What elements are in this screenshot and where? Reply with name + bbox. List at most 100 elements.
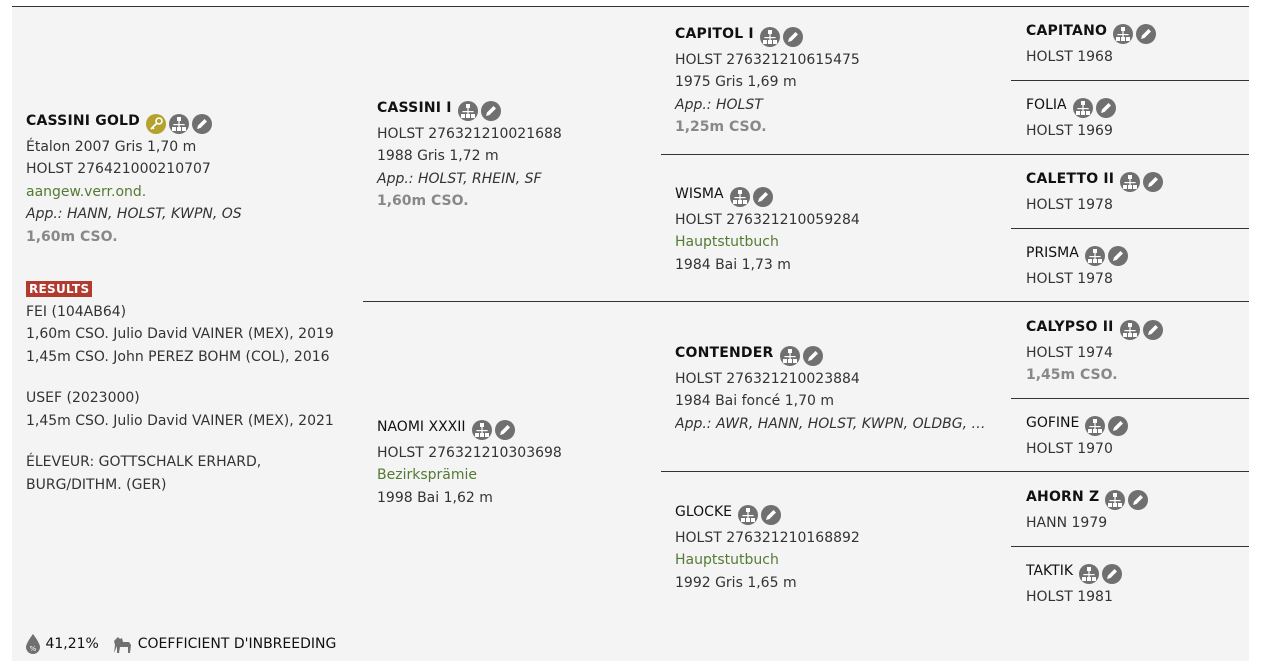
horse-registration: HOLST 276321210021688 bbox=[377, 125, 562, 142]
pedigree-tree-icon[interactable] bbox=[169, 114, 189, 134]
granddam-paternal: WISMA HOLST 276321210059284 Hauptstutbuc… bbox=[675, 183, 860, 276]
divider bbox=[1011, 398, 1249, 399]
pencil-edit-icon[interactable] bbox=[1095, 98, 1116, 118]
breeder-line: BURG/DITHM. (GER) bbox=[26, 476, 167, 493]
horse-name[interactable]: NAOMI XXXII bbox=[377, 419, 466, 435]
horse-name[interactable]: CASSINI I bbox=[377, 100, 452, 116]
horse-name[interactable]: CASSINI GOLD bbox=[26, 113, 140, 129]
horse-info: 1984 Bai foncé 1,70 m bbox=[675, 393, 834, 409]
divider bbox=[363, 301, 1011, 302]
pedigree-tree-icon[interactable] bbox=[457, 101, 478, 121]
pencil-edit-icon[interactable] bbox=[760, 505, 781, 525]
pedigree-tree-icon[interactable] bbox=[1105, 490, 1126, 510]
horse-name[interactable]: PRISMA bbox=[1026, 245, 1079, 261]
horse-name[interactable]: CALETTO II bbox=[1026, 171, 1115, 187]
horse-status: aangew.verr.ond. bbox=[26, 183, 147, 200]
pencil-edit-icon[interactable] bbox=[752, 187, 773, 207]
horse-name[interactable]: CAPITANO bbox=[1026, 23, 1108, 39]
result-line: 1,45m CSO. Julio David VAINER (MEX), 202… bbox=[26, 412, 334, 429]
horse-performance: 1,60m CSO. bbox=[377, 193, 469, 209]
horse-status: Hauptstutbuch bbox=[675, 234, 779, 250]
pencil-edit-icon[interactable] bbox=[480, 101, 501, 121]
pedigree-tree-icon[interactable] bbox=[737, 505, 758, 525]
pedigree-tree-icon[interactable] bbox=[1072, 98, 1093, 118]
horse-name[interactable]: CALYPSO II bbox=[1026, 319, 1114, 335]
ancestor-gen4: PRISMA HOLST 1978 bbox=[1026, 242, 1131, 290]
pedigree-tree-icon[interactable] bbox=[1120, 172, 1141, 192]
drop-percent-icon: % bbox=[25, 634, 41, 654]
horse-performance: 1,60m CSO. bbox=[26, 228, 118, 245]
pencil-edit-icon[interactable] bbox=[1107, 246, 1128, 266]
horse-registration: HOLST 276321210023884 bbox=[675, 370, 860, 387]
pedigree-tree-icon[interactable] bbox=[1113, 24, 1134, 44]
horse-name[interactable]: GLOCKE bbox=[675, 504, 732, 520]
ancestor-gen4: CAPITANO HOLST 1968 bbox=[1026, 20, 1159, 68]
horse-name[interactable]: AHORN Z bbox=[1026, 489, 1100, 505]
horse-registration: HOLST 1974 bbox=[1026, 344, 1113, 361]
horse-registration: HOLST 1968 bbox=[1026, 48, 1113, 65]
pencil-edit-icon[interactable] bbox=[1108, 416, 1129, 436]
divider bbox=[1011, 301, 1249, 302]
horse-performance: 1,25m CSO. bbox=[675, 119, 767, 135]
key-icon[interactable] bbox=[146, 114, 166, 134]
pedigree-tree-icon[interactable] bbox=[471, 420, 492, 440]
horse-name[interactable]: GOFINE bbox=[1026, 415, 1080, 431]
horse-approvals: App.: HOLST, RHEIN, SF bbox=[377, 170, 542, 187]
inbreeding-percent: 41,21% bbox=[45, 636, 99, 652]
pedigree-tree-icon[interactable] bbox=[759, 27, 780, 47]
horse-registration: HANN 1979 bbox=[1026, 514, 1108, 531]
horse-info: 1984 Bai 1,73 m bbox=[675, 256, 791, 273]
horse-registration: HOLST 276321210059284 bbox=[675, 211, 860, 228]
pedigree-tree-icon[interactable] bbox=[1084, 246, 1105, 266]
pencil-edit-icon[interactable] bbox=[1136, 24, 1157, 44]
dam: NAOMI XXXII HOLST 276321210303698 Bezirk… bbox=[377, 416, 562, 509]
pedigree-tree-icon[interactable] bbox=[779, 346, 800, 366]
horse-registration: HOLST 276321210303698 bbox=[377, 444, 562, 461]
granddam-maternal: GLOCKE HOLST 276321210168892 Hauptstutbu… bbox=[675, 501, 860, 594]
inbreeding-label[interactable]: COEFFICIENT D'INBREEDING bbox=[137, 636, 337, 652]
pencil-edit-icon[interactable] bbox=[1128, 490, 1149, 510]
breeder-line: ÉLEVEUR: GOTTSCHALK ERHARD, bbox=[26, 454, 262, 470]
horse-registration: HOLST 1970 bbox=[1026, 440, 1113, 457]
divider bbox=[661, 471, 1011, 472]
horse-name[interactable]: CAPITOL I bbox=[675, 26, 754, 42]
pencil-edit-icon[interactable] bbox=[494, 420, 515, 440]
pencil-edit-icon[interactable] bbox=[782, 27, 803, 47]
pencil-edit-icon[interactable] bbox=[192, 114, 212, 134]
ancestor-gen4: CALETTO II HOLST 1978 bbox=[1026, 168, 1166, 216]
divider bbox=[1011, 154, 1249, 155]
horse-approvals: App.: HOLST bbox=[675, 96, 763, 113]
horse-name[interactable]: CONTENDER bbox=[675, 345, 774, 361]
pedigree-tree-icon[interactable] bbox=[729, 187, 750, 207]
horse-registration: HOLST 276421000210707 bbox=[26, 161, 211, 177]
result-line: 1,45m CSO. John PEREZ BOHM (COL), 2016 bbox=[26, 348, 330, 365]
pencil-edit-icon[interactable] bbox=[1102, 564, 1122, 584]
divider bbox=[1011, 80, 1249, 81]
horse-info: Étalon 2007 Gris 1,70 m bbox=[26, 138, 197, 155]
horse-info: 1992 Gris 1,65 m bbox=[675, 574, 797, 591]
results-badge[interactable]: RESULTS bbox=[26, 281, 93, 297]
pedigree-panel bbox=[12, 6, 1249, 661]
result-line: USEF (2023000) bbox=[26, 390, 140, 406]
divider bbox=[1011, 228, 1249, 229]
pencil-edit-icon[interactable] bbox=[1143, 172, 1164, 192]
horse-name[interactable]: FOLIA bbox=[1026, 97, 1067, 113]
pencil-edit-icon[interactable] bbox=[802, 346, 823, 366]
subject-horse: CASSINI GOLD Étalon 2007 Gris 1,70 m HOL… bbox=[26, 110, 242, 248]
horse-registration: HOLST 276321210168892 bbox=[675, 529, 860, 546]
horse-approvals: App.: AWR, HANN, HOLST, KWPN, OLDBG, RHE… bbox=[675, 415, 993, 432]
result-line: 1,60m CSO. Julio David VAINER (MEX), 201… bbox=[26, 326, 334, 342]
ancestor-gen4: TAKTIK HOLST 1981 bbox=[1026, 560, 1125, 608]
horse-name[interactable]: TAKTIK bbox=[1026, 563, 1073, 579]
grandsire-paternal: CAPITOL I HOLST 276321210615475 1975 Gri… bbox=[675, 23, 860, 139]
horse-approvals: App.: HANN, HOLST, KWPN, OS bbox=[26, 206, 242, 222]
horse-registration: HOLST 276321210615475 bbox=[675, 51, 860, 68]
horse-performance: 1,45m CSO. bbox=[1026, 367, 1118, 383]
sire: CASSINI I HOLST 276321210021688 1988 Gri… bbox=[377, 97, 562, 213]
horse-info: 1975 Gris 1,69 m bbox=[675, 74, 797, 90]
pedigree-tree-icon[interactable] bbox=[1085, 416, 1106, 436]
pedigree-tree-icon[interactable] bbox=[1079, 564, 1099, 584]
pedigree-tree-icon[interactable] bbox=[1119, 320, 1140, 340]
horse-name[interactable]: WISMA bbox=[675, 186, 724, 202]
pencil-edit-icon[interactable] bbox=[1142, 320, 1163, 340]
